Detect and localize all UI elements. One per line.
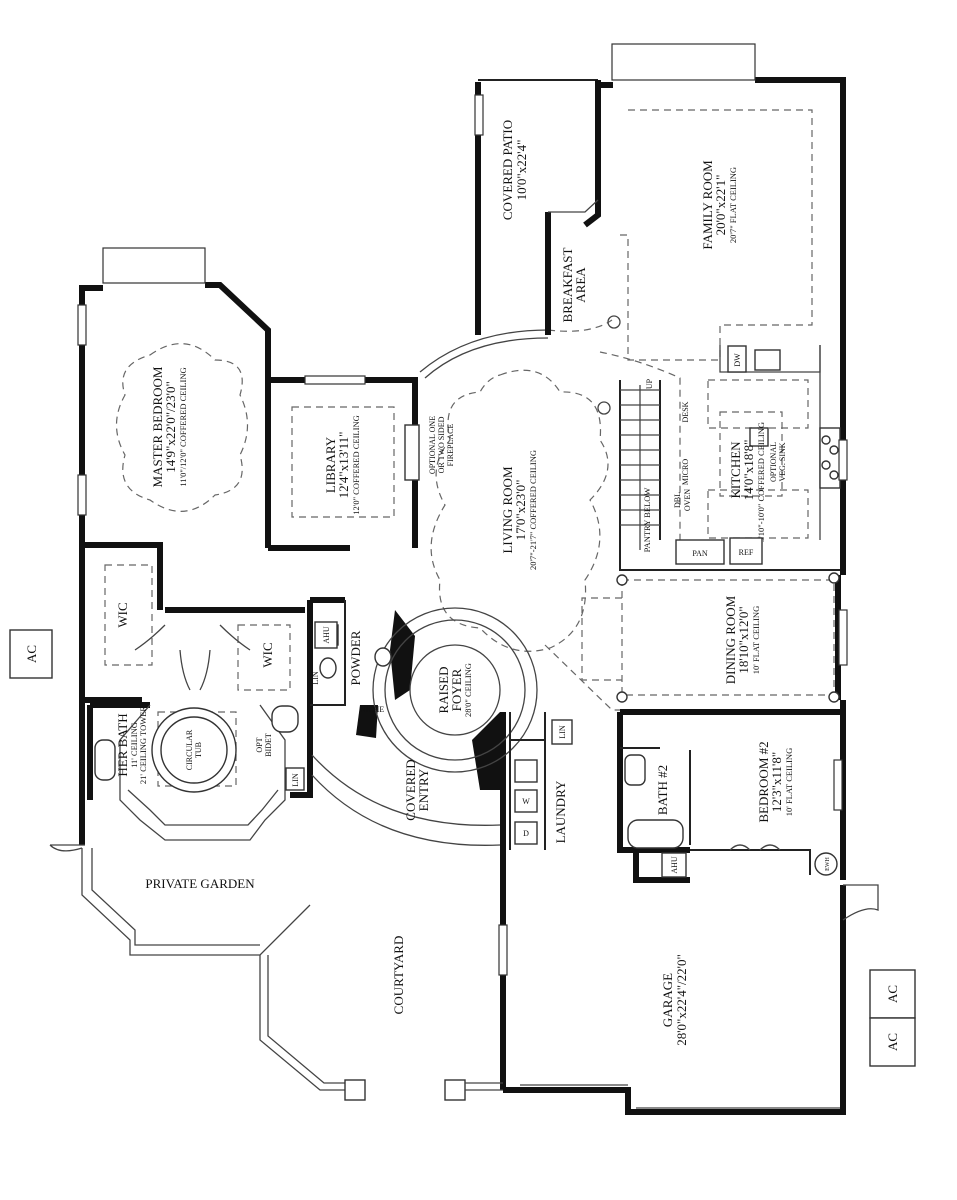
pantry-cabinet	[675, 539, 725, 565]
room-labels: COVERED PATIO 10'0"x22'4" FAMILY ROOM 20…	[115, 120, 794, 1046]
her-bath-ceiling-1: 11' CEILING	[129, 722, 139, 768]
library-size: 12'4"x13'11"	[336, 432, 351, 499]
kitchen-ceiling: 9'10"-10'0" COFFERED CEILING	[756, 422, 766, 542]
master-bedroom-name: MASTER BEDROOM	[150, 366, 165, 487]
raised-foyer-ceiling: 28'0" CEILING	[463, 663, 473, 717]
fireplace	[404, 424, 420, 481]
lin-powder-label: LIN	[311, 671, 320, 685]
raised-foyer-2: FOYER	[449, 668, 464, 711]
veg-sink-1: OPTIONAL	[769, 442, 778, 482]
veg-sink-2: VEG. SINK	[778, 442, 787, 481]
covered-patio-name: COVERED PATIO	[500, 120, 515, 220]
opt-bidet-1: OPT	[255, 737, 264, 752]
garage-name: GARAGE	[660, 973, 675, 1027]
ahu-right-label: AHU	[670, 856, 679, 874]
ac-left-box	[9, 629, 53, 679]
dbl-oven-1: DBL	[673, 492, 682, 508]
ahu-right	[661, 852, 687, 878]
ac-right-top-box-1	[869, 969, 916, 1019]
appliance-labels: DESK MICRO DBL OVEN PAN REF DW UP AHU AH…	[285, 345, 838, 878]
dining-room-ceiling: 10' FLAT CEILING	[751, 606, 761, 674]
ac-right-top-label-2: AC	[885, 1033, 900, 1051]
covered-entry-2: ENTRY	[416, 768, 431, 811]
ac-right-top-label-1: AC	[885, 985, 900, 1003]
staircase	[597, 315, 660, 550]
bedroom2-ceiling: 10' FLAT CEILING	[784, 748, 794, 816]
opt-bidet-2: BIDET	[264, 733, 273, 757]
micro-label: MICRO	[681, 459, 690, 485]
fireplace-note-1: OPTIONAL ONE	[428, 416, 437, 474]
pan-label: PAN	[692, 549, 707, 558]
interior-lines	[49, 43, 879, 1109]
covered-patio-size: 10'0"x22'4"	[514, 140, 529, 201]
dining-room-size: 18'10"x12'0"	[736, 606, 751, 673]
ac-units: AC AC AC	[9, 629, 916, 1067]
kitchen-name: KITCHEN	[728, 441, 743, 499]
dryer-label: D	[523, 829, 529, 838]
fireplace-note-3: FIREPLACE	[446, 424, 455, 467]
kitchen-size: 14'0"x18'8"	[741, 440, 756, 501]
living-room-name: LIVING ROOM	[500, 466, 515, 553]
living-room-size: 17'0"x23'0"	[513, 480, 528, 541]
family-room-size: 20'0"x22'1"	[713, 175, 728, 236]
dw-label: DW	[733, 353, 742, 367]
bedroom2-size: 12'3"x11'8"	[769, 752, 784, 812]
garage-size: 28'0"x22'4"/22'0"	[674, 954, 689, 1046]
fireplace-note-2: OR TWO SIDED	[437, 416, 446, 473]
refrigerator	[729, 537, 763, 565]
lin-bath-cabinet	[285, 767, 305, 791]
lin-laundry-cabinet	[551, 719, 573, 745]
master-bedroom-size: 14'9"x22'0"/23'0"	[163, 381, 178, 473]
her-bath-ceiling-2: 21' CEILING TOWER	[138, 706, 148, 785]
pantry-below-label: PANTRY BELOW	[642, 488, 652, 553]
dining-room-name: DINING ROOM	[723, 595, 738, 684]
library-ceiling: 12'0" COFFERED CEILING	[351, 415, 361, 514]
ewh	[814, 852, 838, 876]
bedroom2-name: BEDROOM #2	[756, 741, 771, 822]
library-name: LIBRARY	[323, 436, 338, 493]
courtyard-label: COURTYARD	[391, 936, 406, 1015]
breakfast-label-1: BREAKFAST	[560, 248, 575, 323]
washer-label: W	[522, 797, 530, 806]
ac-left-label: AC	[24, 645, 39, 663]
ceiling-outlines	[104, 109, 845, 787]
circular-tub-2: TUB	[194, 742, 203, 758]
master-bedroom-ceiling: 11'0"/12'0" COFFERED CEILING	[178, 367, 188, 486]
ahu-left	[314, 621, 338, 649]
her-bath-name: HER BATH	[115, 713, 130, 776]
living-room-ceiling: 20'7"-21'7" COFFERED CEILING	[528, 450, 538, 570]
dishwasher	[727, 345, 747, 373]
wic-left-label: WIC	[115, 602, 130, 627]
family-room-name: FAMILY ROOM	[700, 160, 715, 250]
desk-label: DESK	[681, 401, 690, 422]
ewh-label: EWH	[825, 857, 831, 871]
lin-laundry-label: LIN	[558, 725, 567, 739]
breakfast-label-2: AREA	[573, 267, 588, 303]
wic-right-label: WIC	[260, 642, 275, 667]
dbl-oven-2: OVEN	[683, 489, 692, 511]
laundry-label: LAUNDRY	[553, 780, 568, 843]
up-label: UP	[645, 378, 654, 389]
ahu-left-label: AHU	[322, 626, 331, 644]
powder-label: POWDER	[348, 630, 363, 685]
raised-foyer-1: RAISED	[436, 667, 451, 714]
private-garden-label: PRIVATE GARDEN	[145, 876, 255, 891]
covered-entry-1: COVERED	[403, 759, 418, 820]
circular-tub-1: CIRCULAR	[185, 729, 194, 770]
lin-bath-label: LIN	[291, 773, 300, 787]
family-room-ceiling: 20'7" FLAT CEILING	[728, 167, 738, 243]
bath2-name: BATH #2	[655, 765, 670, 815]
ref-label: REF	[739, 548, 754, 557]
niche-label: NICHE	[360, 705, 385, 714]
ac-right-top-box-2	[869, 1017, 916, 1067]
